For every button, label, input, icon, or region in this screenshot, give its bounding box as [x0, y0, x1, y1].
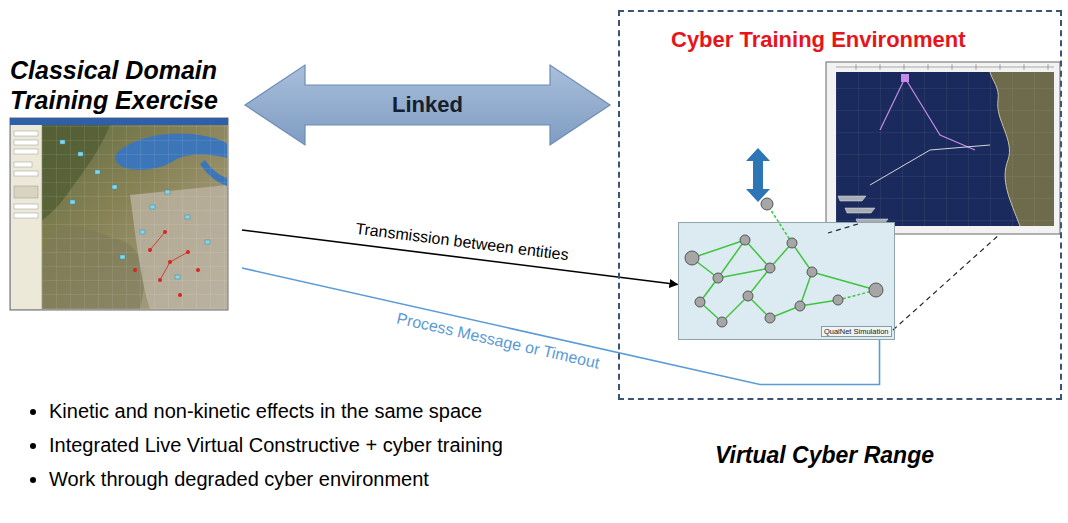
network-graph — [740, 235, 750, 245]
ops-map-screenshot — [836, 72, 1054, 226]
map-screenshot — [42, 125, 227, 309]
network-graph — [765, 313, 775, 323]
network-graph — [713, 273, 723, 283]
network-graph — [761, 198, 773, 210]
network-graph — [743, 291, 753, 301]
map-screenshot — [60, 140, 65, 144]
map-screenshot — [133, 268, 137, 272]
network-graph — [678, 198, 895, 340]
map-screenshot — [11, 125, 41, 309]
network-sim-box: QualNet Simulation — [678, 222, 895, 340]
network-graph — [692, 240, 745, 258]
ops-map-screenshot — [838, 196, 866, 201]
exercise-panel: Classical Domain Training Exercise — [10, 55, 242, 312]
ops-map-screenshot — [901, 74, 909, 82]
bullet-text: Integrated Live Virtual Constructive + c… — [49, 434, 503, 457]
map-screenshot — [10, 118, 228, 310]
bullet-item: Work through degraded cyber environment — [30, 468, 429, 491]
ops-map-screenshot — [870, 145, 990, 185]
network-graph — [695, 297, 705, 307]
zoom-leader-lines — [828, 224, 858, 233]
network-graph — [718, 268, 770, 278]
map-screenshot — [14, 149, 38, 154]
map-screenshot — [14, 140, 38, 145]
network-graph — [717, 317, 727, 327]
map-screenshot — [165, 190, 170, 194]
panel-heading: Classical Domain Training Exercise — [10, 55, 240, 115]
map-screenshot — [14, 171, 38, 176]
frame-caption: Virtual Cyber Range — [715, 442, 934, 469]
network-graph — [745, 240, 770, 268]
map-screenshot — [14, 204, 38, 209]
map-screenshot — [120, 255, 125, 259]
network-graph — [722, 296, 748, 322]
bullet-item: Integrated Live Virtual Constructive + c… — [30, 434, 503, 457]
bullet-text: Work through degraded cyber environment — [49, 468, 429, 491]
edge-label: Process Message or Timeout — [395, 309, 601, 372]
map-screenshot — [14, 186, 38, 198]
zoom-leader-lines — [828, 224, 1000, 330]
map-screenshot — [185, 215, 190, 219]
network-graph — [765, 263, 775, 273]
map-screenshot — [10, 118, 228, 125]
map-screenshot — [205, 240, 210, 244]
ops-map-screenshot — [836, 72, 1054, 226]
sim-caption: QualNet Simulation — [821, 326, 892, 337]
network-graph — [800, 300, 838, 306]
network-graph — [685, 251, 699, 265]
ops-map-screenshot — [845, 208, 875, 213]
map-screenshot — [150, 205, 155, 209]
network-graph — [767, 204, 792, 243]
cyber-range-frame: Cyber Training EnvironmentVirtual Cyber … — [618, 10, 1062, 400]
network-graph — [787, 238, 797, 248]
map-screenshot — [14, 162, 32, 167]
frame-title: Cyber Training Environment — [671, 27, 966, 53]
network-graph — [869, 283, 883, 297]
map-screenshot — [112, 185, 117, 189]
bullet-dot — [30, 409, 36, 415]
ops-map-screenshot — [838, 196, 888, 224]
edge-label: Linked — [392, 92, 463, 118]
map-screenshot — [14, 213, 38, 218]
bullet-item: Kinetic and non-kinetic effects in the s… — [30, 400, 482, 423]
ops-map-screenshot — [836, 64, 1054, 70]
network-graph — [685, 198, 883, 327]
map-screenshot — [196, 268, 200, 272]
map-screenshot — [133, 230, 200, 297]
bullet-dot — [30, 443, 36, 449]
map-screenshot — [95, 170, 100, 174]
link-block-arrow — [245, 65, 610, 145]
map-screenshot — [10, 118, 228, 310]
sync-double-arrow — [746, 148, 770, 202]
bullet-text: Kinetic and non-kinetic effects in the s… — [49, 400, 482, 423]
ops-map-screenshot — [826, 62, 1060, 234]
map-screenshot — [14, 131, 38, 136]
map-screenshot — [140, 230, 145, 234]
network-graph — [795, 301, 805, 311]
map-screenshot — [70, 200, 75, 204]
network-graph — [678, 222, 895, 340]
bullet-dot — [30, 477, 36, 483]
map-screenshot — [42, 125, 227, 309]
ops-map-screenshot — [880, 78, 975, 150]
process-line — [242, 268, 880, 385]
network-graph — [833, 295, 843, 305]
network-graph — [718, 240, 745, 278]
ops-map-screenshot — [826, 62, 1060, 234]
map-screenshot — [60, 140, 210, 279]
map-screenshot — [178, 293, 182, 297]
network-graph — [812, 272, 876, 290]
zoom-leader-lines — [893, 234, 1000, 330]
map-screenshot — [150, 232, 188, 280]
map-screenshot — [78, 152, 83, 156]
network-graph — [807, 267, 817, 277]
map-screenshot — [175, 275, 180, 279]
